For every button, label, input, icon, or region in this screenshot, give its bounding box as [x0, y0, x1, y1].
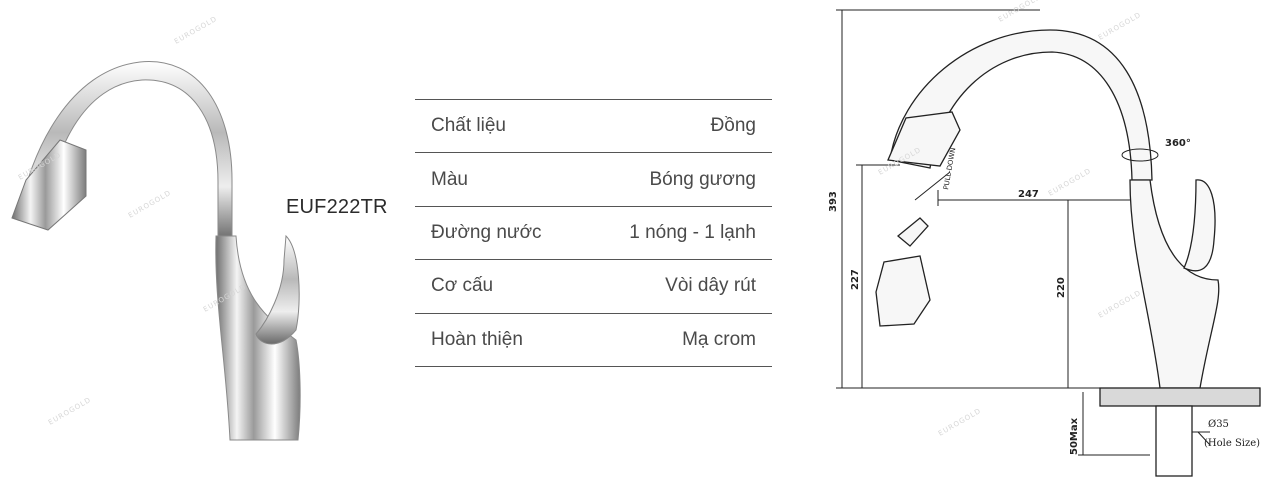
svg-text:EUROGOLD: EUROGOLD: [937, 407, 983, 438]
spec-row-color: Màu Bóng gương: [415, 153, 772, 207]
svg-text:EUROGOLD: EUROGOLD: [1097, 289, 1143, 320]
svg-text:EUROGOLD: EUROGOLD: [47, 396, 93, 427]
spec-label: Hoàn thiện: [431, 328, 523, 350]
faucet-photo: EUROGOLD EUROGOLD EUROGOLD EUROGOLD EURO…: [11, 15, 301, 441]
svg-text:EUROGOLD: EUROGOLD: [1047, 167, 1093, 198]
spec-value: Vòi dây rút: [665, 275, 756, 297]
spec-label: Màu: [431, 168, 468, 190]
svg-text:EUROGOLD: EUROGOLD: [1097, 11, 1143, 42]
svg-text:EUROGOLD: EUROGOLD: [127, 189, 173, 220]
technical-drawing: 393 227 247 220 360° PULL-DOWN 50Max Ø35…: [828, 0, 1261, 477]
spec-value: 1 nóng - 1 lạnh: [629, 221, 756, 243]
spec-value: Mạ crom: [682, 328, 756, 350]
dim-227: 227: [850, 269, 861, 290]
spec-value: Bóng gương: [649, 168, 756, 190]
dim-220: 220: [1056, 277, 1067, 298]
model-code: EUF222TR: [286, 196, 388, 218]
spec-value: Đồng: [710, 115, 756, 137]
dim-247: 247: [1018, 189, 1039, 200]
hole-size-label: (Hole Size): [1204, 438, 1260, 449]
svg-text:EUROGOLD: EUROGOLD: [173, 15, 219, 46]
spec-label: Chất liệu: [431, 115, 506, 137]
spec-label: Cơ cấu: [431, 275, 494, 297]
spec-row-material: Chất liệu Đồng: [415, 100, 772, 154]
dim-hole-diameter: Ø35: [1208, 419, 1229, 430]
spec-table: Chất liệu Đồng Màu Bóng gương Đường nước…: [415, 99, 772, 367]
dim-393: 393: [828, 191, 839, 212]
svg-text:EUROGOLD: EUROGOLD: [997, 0, 1043, 24]
spec-row-water-line: Đường nước 1 nóng - 1 lạnh: [415, 207, 772, 261]
spec-row-mechanism: Cơ cấu Vòi dây rút: [415, 260, 772, 314]
spec-row-finish: Hoàn thiện Mạ crom: [415, 314, 772, 367]
rotation-label: 360°: [1165, 138, 1191, 149]
dim-50max: 50Max: [1069, 417, 1080, 455]
spec-label: Đường nước: [431, 221, 542, 243]
